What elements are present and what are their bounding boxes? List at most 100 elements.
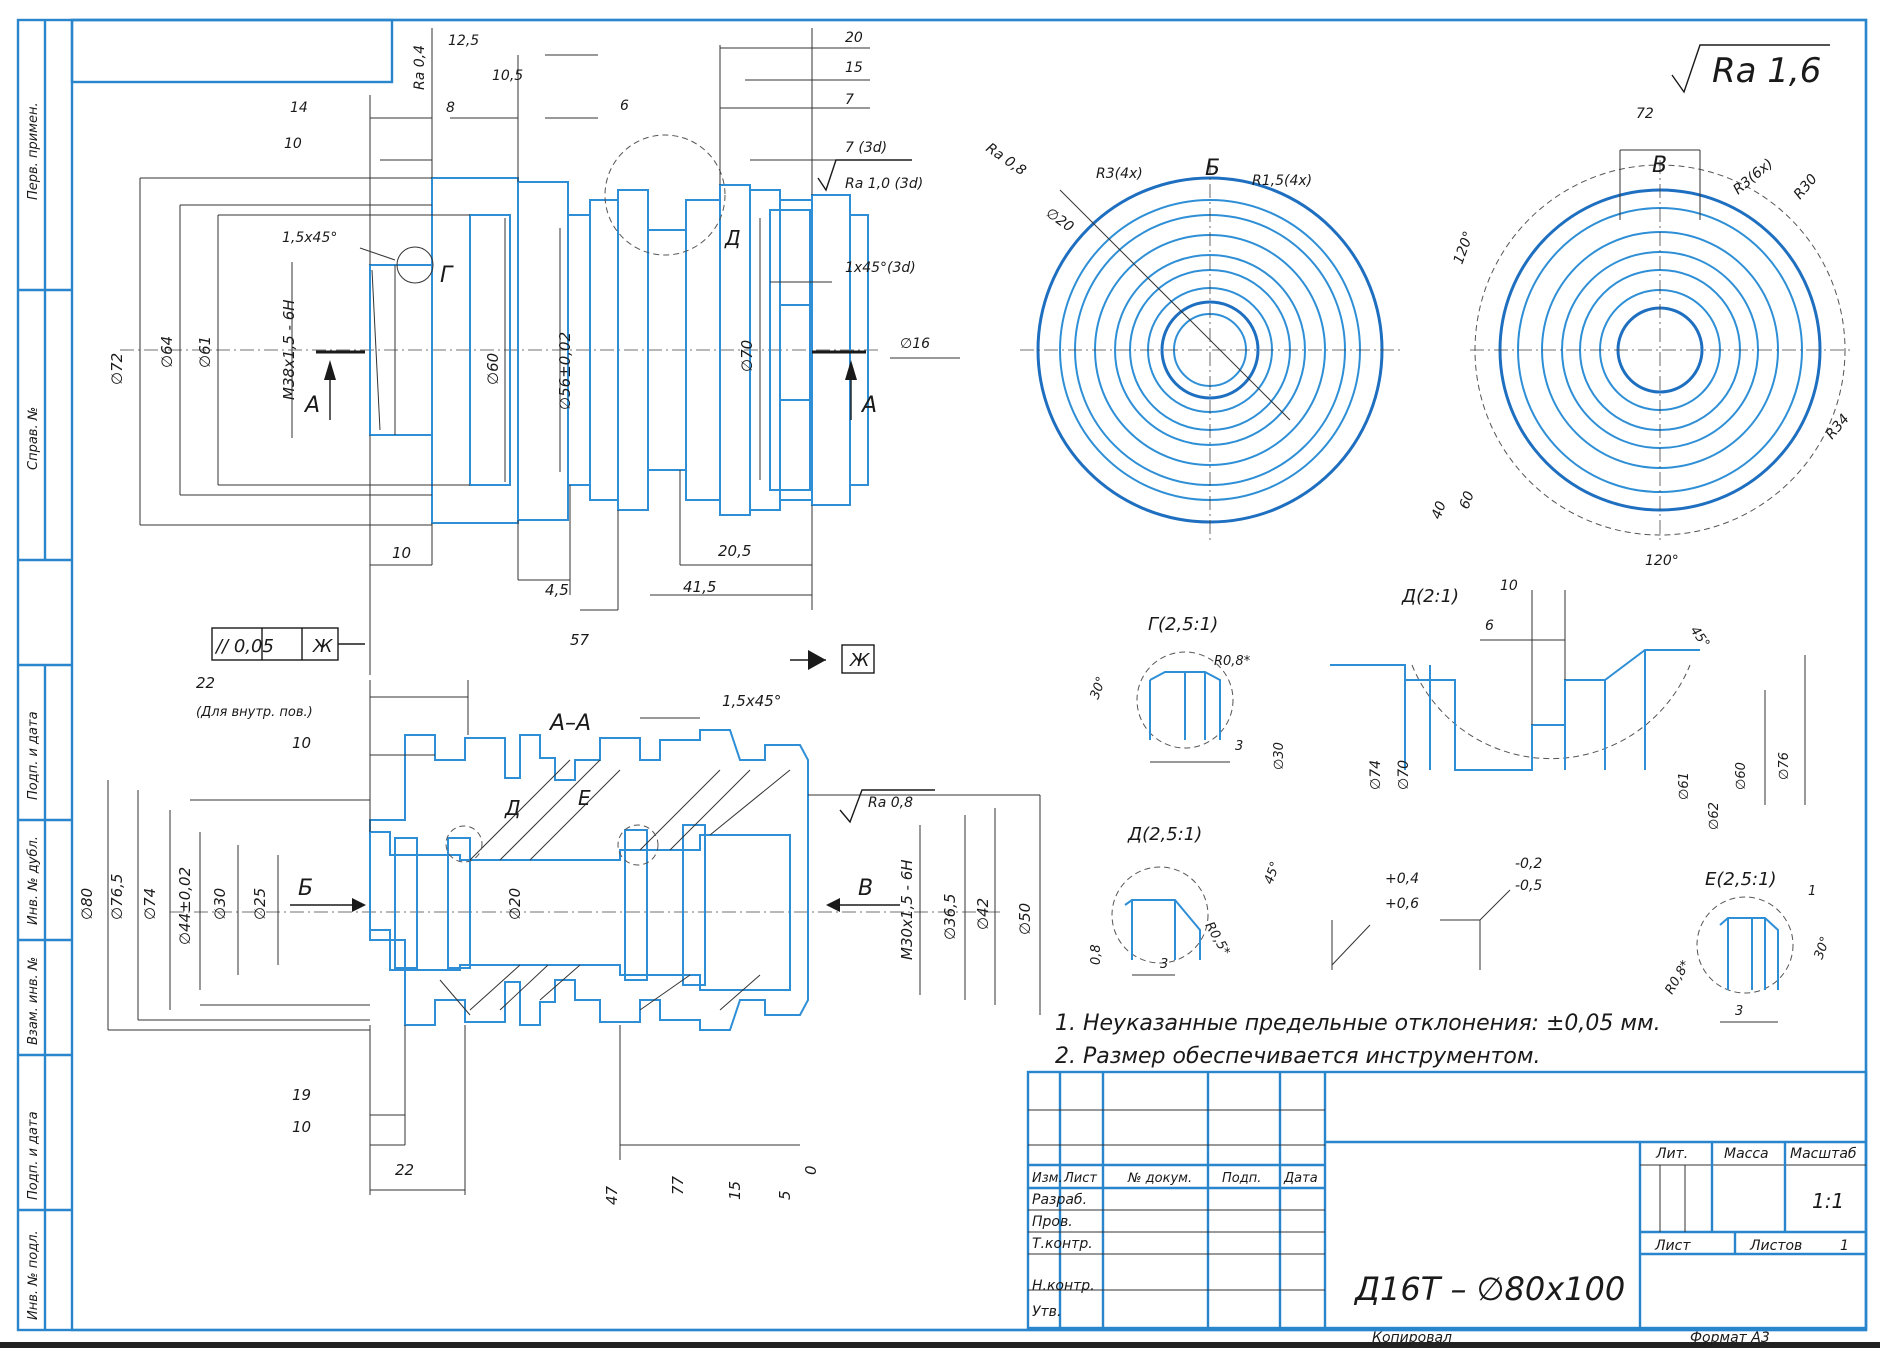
dd-61: ∅61 <box>1677 772 1692 800</box>
sec-ra08: Ra 0,8 <box>868 795 913 811</box>
sec-b15: 15 <box>726 1181 744 1200</box>
dim-top-10: 10 <box>284 136 302 152</box>
dim-b10: 10 <box>392 544 411 562</box>
detail-e: Е(2,5:1) R0,8* 30° 3 1 <box>1662 869 1834 1023</box>
dim-d16: ∅16 <box>900 336 930 352</box>
cut-a-left: А <box>303 393 320 418</box>
view-v: В 72 R3(6x) R30 120° R34 40 60 120° <box>1429 106 1853 569</box>
tb-ndoc: № докум. <box>1127 1171 1192 1186</box>
sec-b0: 0 <box>802 1165 820 1175</box>
dim-top-20: 20 <box>845 30 863 46</box>
dim-cham1: 1,5х45° <box>282 230 337 246</box>
label-g-main: Г <box>440 263 454 288</box>
label-e-sec: Е <box>578 786 591 810</box>
ds-08: 0,8 <box>1089 944 1104 965</box>
sec-d30: ∅30 <box>211 888 229 920</box>
sec-d25: ∅25 <box>251 888 269 920</box>
side-block: Перв. примен. Справ. № Подп. и дата Инв.… <box>18 20 72 1330</box>
dim-b4-5: 4,5 <box>545 581 569 599</box>
sec-10: 10 <box>292 734 311 752</box>
de-3: 3 <box>1735 1004 1743 1019</box>
detail-g: Г(2,5:1) 30° R0,8* ∅30 3 <box>1088 614 1287 770</box>
sec-b47: 47 <box>603 1185 621 1205</box>
dim-ra10: Ra 1,0 (3d) <box>845 176 923 192</box>
sec-cham: 1,5х45° <box>722 692 781 710</box>
dim-d72: ∅72 <box>108 353 126 385</box>
sec-b22: 22 <box>395 1161 414 1179</box>
section-bore <box>369 831 791 991</box>
arrow-b-label: Б <box>298 876 313 901</box>
tb-nkontr: Н.контр. <box>1032 1278 1095 1294</box>
sec-d50: ∅50 <box>1016 903 1034 935</box>
dd-10: 10 <box>1500 578 1518 594</box>
tb-razrab: Разраб. <box>1032 1192 1087 1208</box>
dim-top-14: 14 <box>290 100 308 116</box>
tb-massa: Масса <box>1724 1146 1769 1162</box>
de-30: 30° <box>1812 935 1834 962</box>
tb-data: Дата <box>1283 1171 1318 1186</box>
tb-lit: Лит. <box>1655 1146 1688 1162</box>
circ-120: 120° <box>1451 229 1478 266</box>
tb-copied: Копировал <box>1372 1330 1452 1346</box>
dim-seven-3d: 7 (3d) <box>845 140 887 156</box>
section-view: А–А Д Е Б В <box>78 674 1041 1205</box>
sec-22: 22 <box>196 674 215 692</box>
de-1: 1 <box>1808 884 1816 899</box>
title-block: Изм. Лист № докум. Подп. Дата Разраб. Пр… <box>1026 1070 1868 1330</box>
side-inv-podl: Инв. № подл. <box>26 1230 41 1320</box>
dim-b41-5: 41,5 <box>683 578 716 596</box>
cut-a-right: А <box>860 393 877 418</box>
dim-top-12-5: 12,5 <box>448 33 479 49</box>
dg-30: 30° <box>1088 675 1110 702</box>
tb-sheets: Листов <box>1749 1238 1802 1254</box>
dg-d30: ∅30 <box>1272 742 1287 770</box>
circ-r30: R30 <box>1791 171 1821 202</box>
dd-70: ∅70 <box>1396 760 1412 790</box>
side-perv: Перв. примен. <box>26 102 41 200</box>
sec-d20: ∅20 <box>506 888 524 920</box>
sec-d44: ∅44±0,02 <box>176 867 194 945</box>
dim-d61: ∅61 <box>196 336 214 368</box>
tol-b2: -0,5 <box>1515 878 1542 894</box>
tb-list: Лист <box>1063 1171 1097 1186</box>
tolerance-symbols: +0,4 +0,6 -0,2 -0,5 <box>1331 856 1542 970</box>
circ-r15: R1,5(4x) <box>1252 173 1312 189</box>
ds-r05: R0,5* <box>1202 920 1233 959</box>
dd-62: ∅62 <box>1707 802 1722 830</box>
detail-d-large: Д(2:1) 10 6 45° ∅74 ∅70 ∅61 ∅62 ∅60 ∅76 <box>1330 578 1806 830</box>
tb-sheet: Лист <box>1654 1238 1691 1254</box>
tol-parallel: // 0,05 <box>214 636 274 657</box>
side-podp2: Подп. и дата <box>26 1111 41 1200</box>
circ-r34: R34 <box>1823 411 1853 442</box>
datum-box <box>841 644 875 674</box>
ds-3: 3 <box>1160 957 1168 972</box>
section-outline <box>369 729 809 1031</box>
side-sprav: Справ. № <box>26 407 41 470</box>
view-v-label: В <box>1652 153 1667 178</box>
detail-g-circle <box>396 246 434 284</box>
dim-top-7: 7 <box>845 92 854 108</box>
dim-ra04: Ra 0,4 <box>412 45 428 90</box>
circ-120b: 120° <box>1645 553 1679 569</box>
tol-a1: +0,4 <box>1385 871 1419 887</box>
datum-label: Ж <box>849 650 870 671</box>
general-roughness-text: Ra 1,6 <box>1712 51 1821 91</box>
dim-top-8: 8 <box>446 100 455 116</box>
section-title: А–А <box>548 711 591 736</box>
dd-60: ∅60 <box>1734 762 1749 790</box>
circ-d20: ∅20 <box>1043 205 1077 235</box>
general-roughness: Ra 1,6 <box>1671 44 1830 94</box>
label-d-sec: Д <box>504 796 521 820</box>
detail-d-circle <box>604 134 726 256</box>
tb-material: Д16Т – ∅80х100 <box>1353 1270 1625 1308</box>
sec-b5: 5 <box>776 1190 794 1200</box>
sec-d36: ∅36,5 <box>941 894 959 940</box>
dim-m38: М38х1,5 - 6Н <box>280 299 298 400</box>
arrow-v-label: В <box>858 876 873 901</box>
circ-r3: R3(4x) <box>1096 166 1143 182</box>
detail-e-title: Е(2,5:1) <box>1705 869 1777 890</box>
dim-b20-5: 20,5 <box>718 542 751 560</box>
main-view: Д Г А А ∅72 ∅64 ∅61 М38х1,5 - 6Н ∅60 ∅56… <box>108 28 960 675</box>
tb-prov: Пров. <box>1032 1214 1073 1230</box>
